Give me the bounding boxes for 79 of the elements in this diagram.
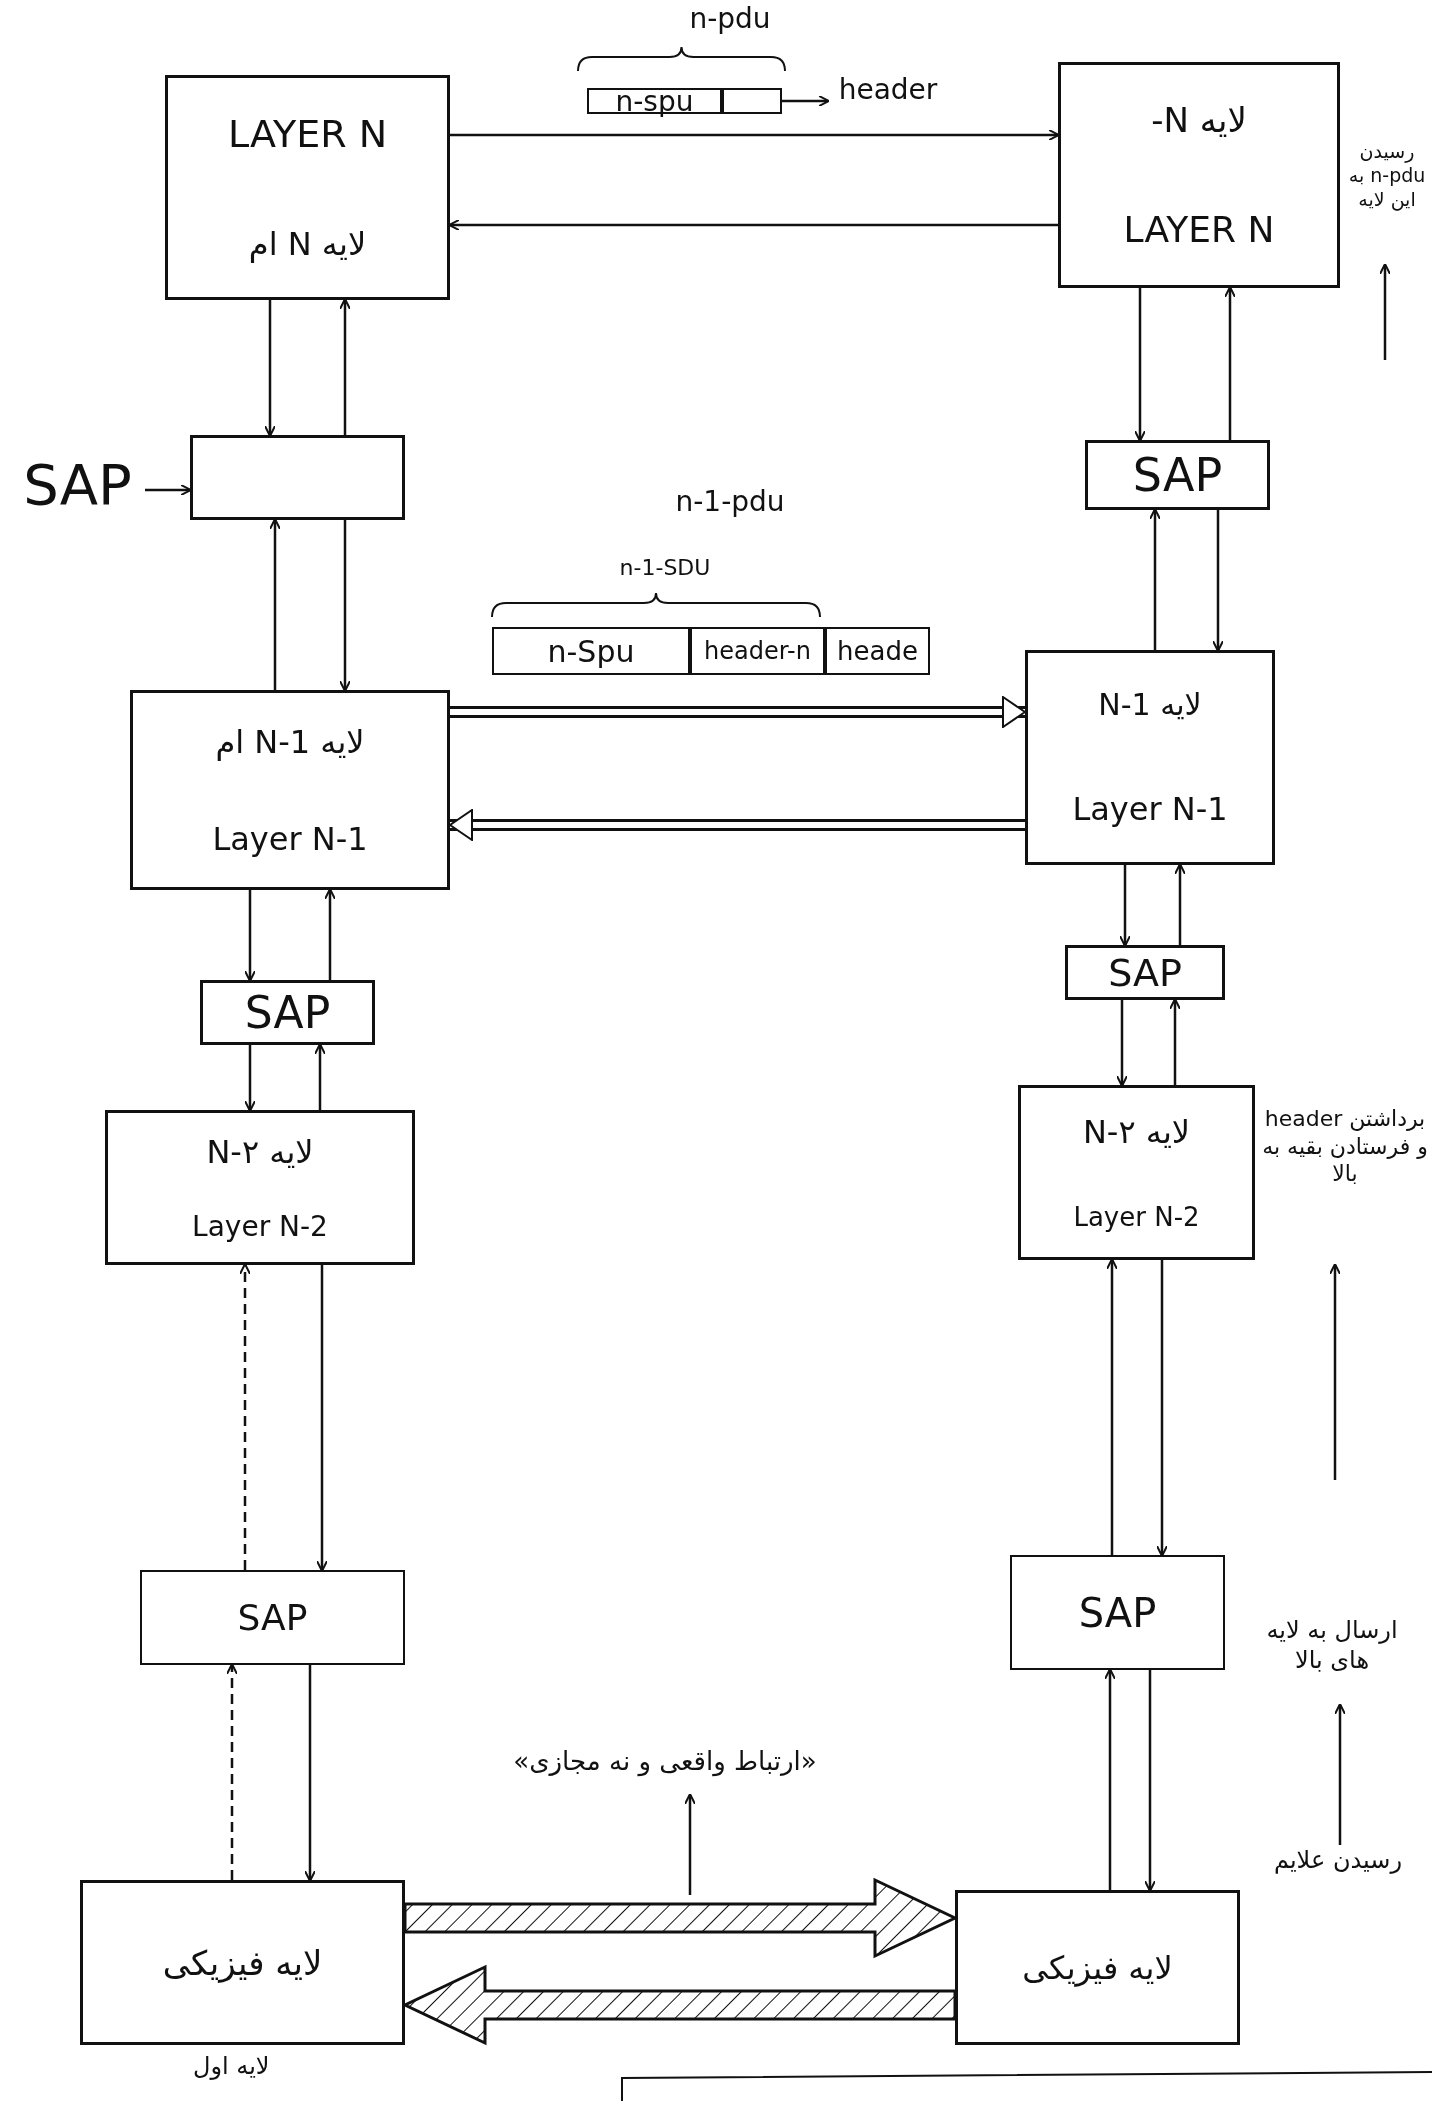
sap-box (1065, 945, 1225, 1000)
direction-arrow (1329, 1263, 1341, 1480)
arrow (244, 890, 256, 982)
box-label: Layer N-2 (1073, 1201, 1200, 1232)
arrow (314, 1043, 326, 1110)
box-label: Layer N-1 (1072, 790, 1228, 828)
box-label: Layer N-2 (192, 1209, 328, 1243)
arrow (339, 298, 351, 435)
direction-arrow (684, 1793, 696, 1895)
arrow (1224, 286, 1236, 440)
arrow (304, 1665, 316, 1882)
box-heading: لایه N-۲ (206, 1132, 314, 1171)
box-label: لایه فیزیکی (1022, 1948, 1173, 1987)
sap-box (190, 435, 405, 520)
arrow (264, 300, 276, 437)
arrow (226, 1663, 238, 1880)
packet-label: n-pdu (688, 2, 772, 37)
box-label: SAP (1108, 950, 1182, 995)
packet-label: n-1-pdu (674, 485, 786, 520)
layer-box (105, 1110, 415, 1265)
arrow (1212, 510, 1224, 652)
arrow (1169, 998, 1181, 1085)
arrow (244, 1045, 256, 1112)
arrow (1116, 1000, 1128, 1087)
annotation-text: ارسال به لایه های بالا (1252, 1615, 1412, 1705)
layer-box (1058, 62, 1340, 288)
packet-cell (722, 88, 782, 114)
box-label: SAP (1078, 1589, 1157, 1636)
arrow (450, 129, 1060, 141)
sap-box (140, 1570, 405, 1665)
box-heading: لایه N-1 (1098, 687, 1202, 722)
layer-box (1025, 650, 1275, 865)
layer-box (955, 1890, 1240, 2045)
arrow (1119, 865, 1131, 947)
annotation-text: «ارتباط واقعی و نه مجازی» (470, 1745, 860, 1795)
packet-label: n-1-SDU (618, 555, 712, 582)
arrow (1134, 288, 1146, 442)
packet-cell: header-n (690, 627, 825, 675)
arrow (339, 520, 351, 692)
arrow (1106, 1258, 1118, 1555)
packet-cell: heade (825, 627, 930, 675)
arrow (239, 1263, 251, 1570)
packet-cell: n-Spu (492, 627, 690, 675)
sap-box (200, 980, 375, 1045)
box-heading: لایه N-1 ام (215, 722, 365, 761)
box-label: SAP (237, 1597, 308, 1638)
arrow (269, 518, 281, 690)
sap-box (1010, 1555, 1225, 1670)
arrow (448, 219, 1058, 231)
box-label: Layer N-1 (212, 819, 368, 858)
header-label: header (828, 72, 948, 112)
arrow (1149, 508, 1161, 650)
box-heading: لایه N- (1151, 99, 1247, 140)
arrow (1334, 1703, 1346, 1845)
annotation-text: رسیدن علایم (1268, 1845, 1408, 1925)
arrow (324, 888, 336, 980)
sap-label: SAP (10, 450, 145, 525)
box-label: SAP (244, 987, 331, 1038)
arrow (1144, 1670, 1156, 1892)
box-label: لایه N ام (248, 224, 367, 263)
box-label: SAP (1132, 448, 1223, 502)
box-heading: لایه N-۲ (1082, 1113, 1191, 1152)
arrow (316, 1265, 328, 1572)
arrow (782, 95, 830, 107)
arrow (1156, 1260, 1168, 1557)
arrow (1174, 863, 1186, 945)
box-label: لایه فیزیکی (162, 1942, 323, 1983)
arrow (1104, 1668, 1116, 1890)
box-heading: LAYER N (227, 112, 388, 157)
layer-box (165, 75, 450, 300)
layer-box (130, 690, 450, 890)
direction-arrow (1379, 263, 1391, 360)
sap-box (1085, 440, 1270, 510)
arrow (449, 809, 1025, 841)
box-label: LAYER N (1123, 209, 1275, 251)
layer-box (1018, 1085, 1255, 1260)
caption-text: لایه اول (193, 2052, 270, 2080)
arrow (145, 484, 192, 496)
arrow (450, 696, 1026, 728)
